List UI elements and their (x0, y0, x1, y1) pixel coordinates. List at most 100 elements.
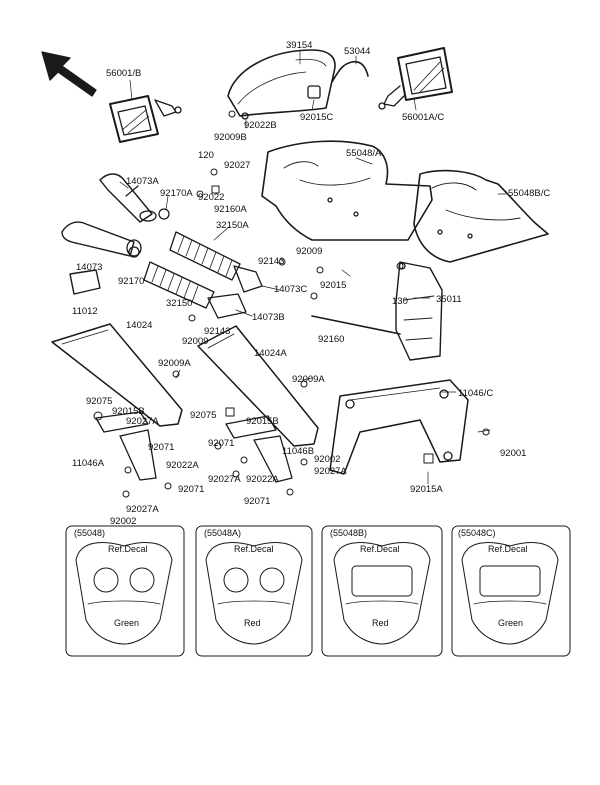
label-92015b-left: 92015B (112, 406, 145, 417)
label-55048bc: 55048B/C (508, 188, 551, 199)
label-92071-1: 92071 (148, 442, 175, 453)
label-92009b: 92009B (214, 132, 247, 143)
bracket-arm-right (253, 435, 293, 483)
inset-4-color: Green (498, 618, 524, 628)
label-92009a-right: 92009A (292, 374, 325, 385)
label-92170: 92170 (118, 276, 145, 287)
label-14073: 14073 (76, 262, 103, 273)
label-120: 120 (198, 150, 214, 161)
label-14024a: 14024A (254, 348, 287, 359)
label-92071-2: 92071 (208, 438, 235, 449)
label-92027a-1: 92027A (126, 416, 159, 427)
label-92027-top: 92027 (224, 160, 251, 171)
inner-fairing-right (413, 169, 549, 263)
arrow-up-left-icon (41, 51, 97, 97)
inner-fairing-left (261, 140, 433, 241)
label-92002-right: 92002 (314, 454, 341, 465)
label-35011: 35011 (436, 294, 462, 305)
inset-2-color: Red (244, 618, 261, 628)
label-92022: 92022 (198, 192, 225, 203)
label-92015: 92015 (320, 280, 347, 291)
label-130: 130 (392, 296, 408, 307)
label-92071-3b: 92071 (244, 496, 271, 507)
label-92143-low: 92143 (204, 326, 231, 337)
inset-4-ref: Ref.Decal (488, 544, 528, 554)
bellows-upper (169, 231, 241, 281)
inset-fairing-3 (333, 542, 431, 645)
label-39154: 39154 (286, 40, 313, 51)
block-11012 (69, 269, 101, 295)
label-92022b: 92022B (244, 120, 277, 131)
duct-joint (233, 265, 263, 293)
label-11012: 11012 (72, 306, 98, 317)
label-11046a: 11046A (72, 458, 105, 469)
label-92015a: 92015A (410, 484, 443, 495)
mirror-left (109, 95, 182, 143)
bracket-11046b (225, 415, 277, 439)
inset-3-ref: Ref.Decal (360, 544, 400, 554)
label-56001ac: 56001A/C (402, 112, 445, 123)
label-92027a-3: 92027A (126, 504, 159, 515)
label-92015c: 92015C (300, 112, 334, 123)
wire (331, 60, 369, 83)
duct-joint-lower (207, 293, 247, 319)
inset-2-ref: Ref.Decal (234, 544, 274, 554)
label-92009a-left: 92009A (158, 358, 191, 369)
label-92022a-left: 92022A (166, 460, 199, 471)
bracket-arm (119, 429, 157, 481)
inset-fairing-2 (205, 542, 303, 645)
label-92009-low: 92009 (182, 336, 209, 347)
inset-3-color: Red (372, 618, 389, 628)
label-92160: 92160 (318, 334, 345, 345)
label-32150: 32150 (166, 298, 193, 309)
bellows-lower (143, 261, 215, 309)
label-92002-left: 92002 (110, 516, 137, 527)
label-92027a-2: 92027A (314, 466, 347, 477)
label-92015b-right: 92015B (246, 416, 279, 427)
inset-frames (65, 525, 571, 657)
fairing-frame (329, 379, 469, 475)
label-92170a: 92170A (160, 188, 193, 199)
inset-fairing-4 (461, 542, 559, 645)
inset-4-code: (55048C) (458, 528, 496, 538)
side-panel-right (197, 325, 319, 447)
label-92001: 92001 (500, 448, 527, 459)
label-14024: 14024 (126, 320, 153, 331)
inset-1-color: Green (114, 618, 140, 628)
label-92075-right: 92075 (190, 410, 217, 421)
bracket-11046a (95, 411, 149, 433)
inset-1-ref: Ref.Decal (108, 544, 148, 554)
inset-1-code: (55048) (74, 528, 106, 538)
side-panel-left (51, 323, 183, 427)
label-14073b: 14073B (252, 312, 285, 323)
label-55048a: 55048/A (346, 148, 382, 159)
mirror-right (378, 47, 453, 110)
label-14073a: 14073A (126, 176, 159, 187)
fasteners (93, 110, 490, 498)
stay-bracket (395, 261, 443, 361)
label-32150a: 32150A (216, 220, 249, 231)
label-53044: 53044 (344, 46, 371, 57)
air-duct-upper (99, 173, 157, 223)
inset-2-code: (55048A) (204, 528, 242, 538)
label-92143-top: 92143 (258, 256, 285, 267)
upper-cowl (227, 49, 336, 120)
inset-fairing-1 (75, 542, 173, 645)
label-92075-left: 92075 (86, 396, 113, 407)
label-11046b: 11046B (282, 446, 315, 457)
wire-92160 (311, 315, 401, 335)
clamp (128, 246, 140, 258)
label-56001b: 56001/B (106, 68, 142, 79)
label-14073c: 14073C (274, 284, 308, 295)
label-92009-mid: 92009 (296, 246, 323, 257)
label-92022a-right: 92022A (246, 474, 279, 485)
inset-3-code: (55048B) (330, 528, 368, 538)
label-92071-3: 92071 (178, 484, 205, 495)
label-92027a-4: 92027A (208, 474, 241, 485)
air-duct-lower (61, 221, 142, 257)
label-92160a: 92160A (214, 204, 247, 215)
clamp (158, 208, 170, 220)
label-11046c: 11046/C (458, 388, 494, 399)
